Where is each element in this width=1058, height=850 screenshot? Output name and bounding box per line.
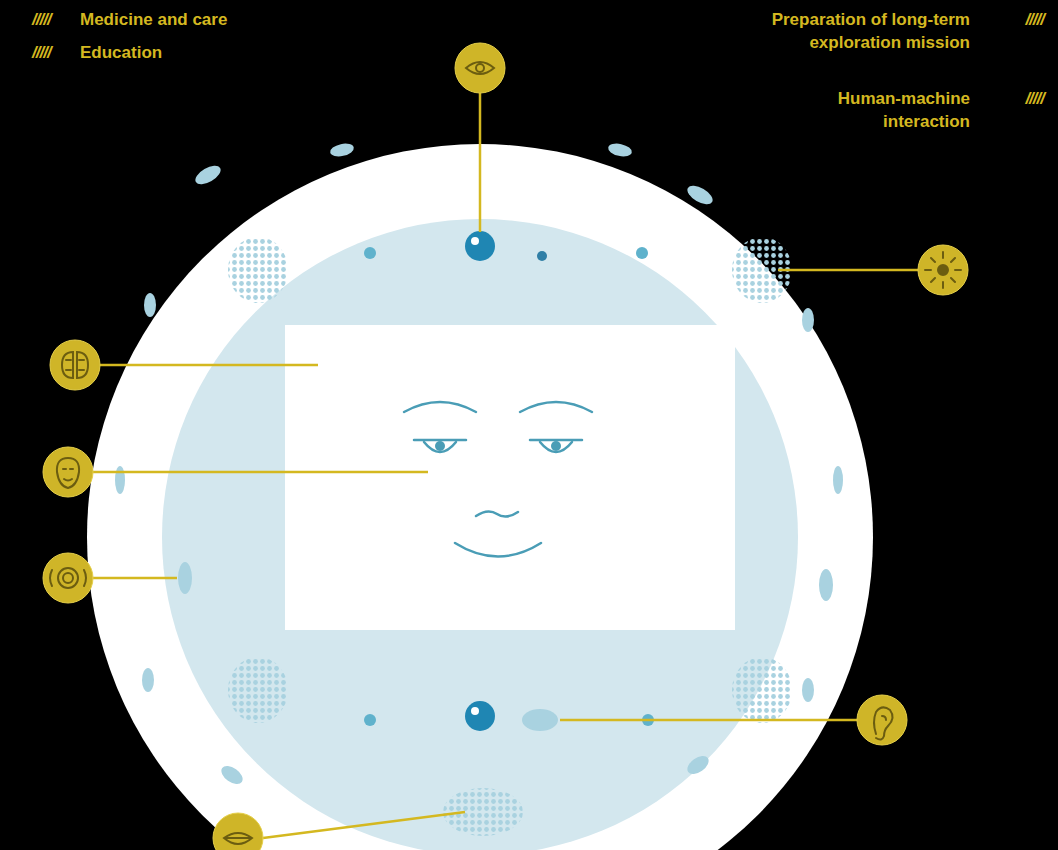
application-label: Human-machine interaction: [820, 87, 970, 133]
application-label: Education: [80, 41, 162, 64]
marker-slashes: /////: [32, 8, 51, 31]
application-label: Medicine and care: [80, 8, 227, 31]
marker-slashes: /////: [1025, 8, 1044, 31]
marker-slashes: /////: [32, 41, 51, 64]
application-label: Preparation of long-term exploration mis…: [740, 8, 970, 54]
marker-slashes: /////: [1025, 87, 1044, 110]
